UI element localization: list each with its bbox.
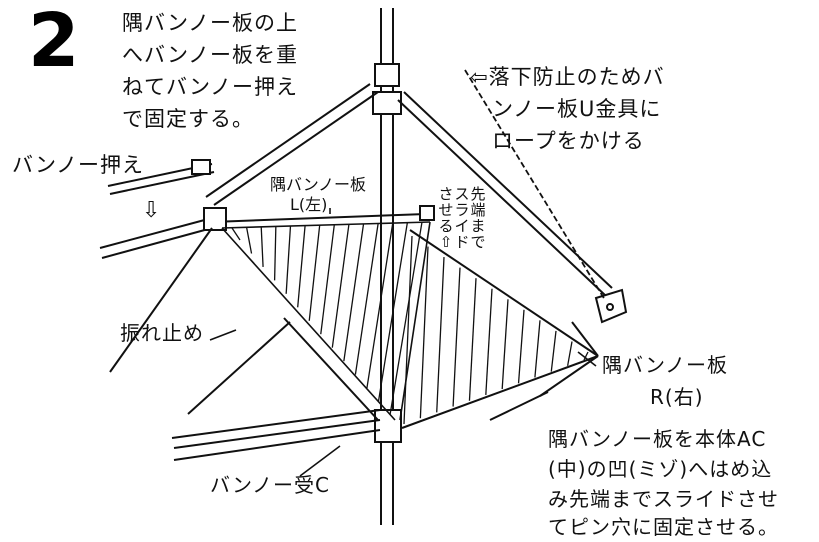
plank-L-stripe — [320, 224, 335, 335]
label-sumi-R-2: R(右) — [650, 385, 704, 409]
plank-L-stripe — [389, 221, 423, 416]
instruction-top-line-3: ねてバンノー押え — [122, 75, 298, 99]
instruction-bottom-line-1: 隅バンノー板を本体AC — [548, 427, 767, 451]
plank-R-stripe — [550, 330, 557, 372]
label-slide-col2: スライド — [454, 185, 470, 251]
fureyome-leader — [209, 329, 237, 341]
label-sumi-L-1: 隅バンノー板 — [270, 175, 367, 194]
plank-R-stripes — [403, 235, 589, 425]
bannou-uke-C — [171, 409, 381, 461]
instruction-top-line-2: へバンノー板を重 — [122, 43, 298, 67]
label-slide-col1: 先端まで — [470, 185, 486, 251]
plank-R-stripe — [436, 257, 445, 413]
label-slide-col3: させる⇧ — [438, 185, 454, 251]
rope-note-line-1: ⇦落下防止のためバ — [470, 65, 665, 89]
plank-R-stripe — [583, 351, 589, 361]
u-bracket — [594, 288, 628, 324]
instruction-top-line-4: で固定する。 — [122, 107, 254, 131]
plank-R-stripe — [501, 299, 509, 390]
plank-R-stripe — [403, 235, 413, 425]
label-fureyome: 振れ止め — [120, 321, 204, 345]
label-bannou-uke: バンノー受C — [210, 473, 330, 497]
sumi-R-leader — [577, 351, 597, 367]
sway-brace — [109, 227, 379, 421]
label-bannou-osae: バンノー押え — [12, 153, 144, 177]
plank-L-stripe — [245, 227, 253, 254]
plank-L-stripe — [354, 223, 379, 375]
plank-L-stripe — [273, 226, 277, 281]
plank-R-stripe — [566, 341, 573, 366]
instruction-top-line-1: 隅バンノー板の上 — [122, 11, 298, 35]
step-number: 2 — [28, 0, 79, 84]
plank-L-stripe — [297, 225, 306, 308]
left-upper-brace — [205, 83, 379, 206]
instruction-bottom-line-4: てピン穴に固定させる。 — [548, 515, 779, 539]
plank-R-stripe — [534, 320, 541, 378]
rope-note-line-2: ンノー板U金具に — [492, 97, 662, 121]
bannou-uke-leader — [299, 445, 341, 477]
plank-R-stripe — [468, 278, 477, 401]
sumi-plank-L-rail — [99, 213, 427, 259]
plank-L-stripe — [366, 222, 394, 389]
instruction-bottom-line-2: (中)の凹(ミゾ)へはめ込 — [548, 457, 773, 481]
plank-R-stripe — [419, 246, 429, 419]
instruction-bottom-line-3: み先端までスライドさせ — [548, 487, 779, 511]
label-sumi-R-1: 隅バンノー板 — [602, 353, 728, 377]
plank-R-stripe — [452, 267, 461, 407]
arrow-down-icon: ⇩ — [142, 198, 161, 223]
label-sumi-L-2: L(左) — [290, 195, 328, 214]
sumi-plank-L-slats — [221, 221, 431, 421]
plank-R-stripe — [517, 309, 525, 384]
plank-L-stripe — [377, 222, 409, 402]
plank-L-stripes — [231, 221, 423, 416]
plank-L-stripe — [285, 226, 292, 294]
main-pole — [372, 8, 402, 525]
plank-L-stripe — [308, 225, 321, 321]
plank-L-stripe — [331, 224, 350, 348]
plank-R-stripe — [485, 288, 493, 395]
rope-note-line-3: ロープをかける — [492, 129, 645, 153]
plank-L-stripe — [343, 223, 365, 362]
plank-L-stripe — [231, 227, 241, 241]
bannou-osae-bar — [107, 159, 215, 195]
sumi-plank-R-rail — [401, 229, 599, 429]
plank-L-stripe — [260, 227, 264, 267]
